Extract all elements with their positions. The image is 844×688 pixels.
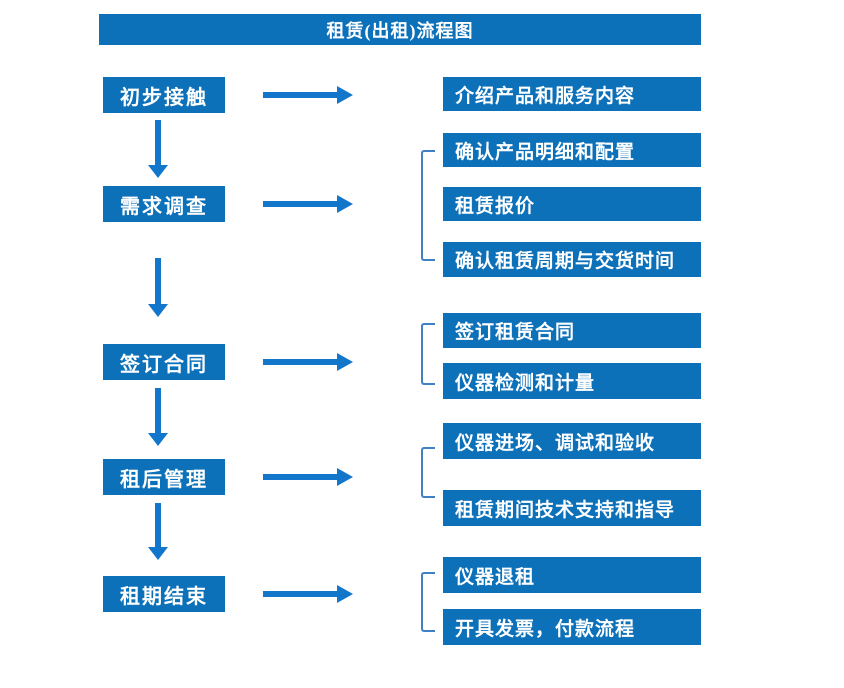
down-arrow-1 (148, 120, 168, 178)
step-box-rental-quotation: 租赁报价 (443, 187, 701, 221)
down-arrow-3 (148, 388, 168, 446)
step-box-confirm-details: 确认产品明细和配置 (443, 133, 701, 167)
step-box-sign-rental-contract: 签订租赁合同 (443, 313, 701, 348)
right-arrow-3 (263, 353, 353, 371)
right-arrow-4 (263, 468, 353, 486)
arrow-head (148, 547, 168, 560)
arrow-shaft (155, 388, 161, 433)
step-box-tech-support: 租赁期间技术支持和指导 (443, 490, 701, 526)
arrow-shaft (263, 591, 338, 597)
step-box-introduce-products: 介绍产品和服务内容 (443, 77, 701, 111)
arrow-head (148, 304, 168, 317)
bracket-group-3 (421, 323, 435, 385)
stage-box-sign-contract: 签订合同 (103, 344, 225, 380)
arrow-shaft (263, 474, 338, 480)
stage-box-rental-end: 租期结束 (103, 576, 225, 612)
right-arrow-2 (263, 195, 353, 213)
step-box-instrument-entry: 仪器进场、调试和验收 (443, 423, 701, 459)
arrow-shaft (155, 120, 161, 165)
step-box-invoice-payment: 开具发票，付款流程 (443, 609, 701, 645)
step-box-instrument-return: 仪器退租 (443, 557, 701, 593)
arrow-shaft (263, 201, 338, 207)
flowchart-title: 租赁(出租)流程图 (99, 14, 701, 45)
arrow-head (337, 195, 353, 213)
arrow-head (337, 86, 353, 104)
stage-box-initial-contact: 初步接触 (103, 77, 225, 113)
arrow-shaft (263, 92, 338, 98)
arrow-head (148, 165, 168, 178)
arrow-head (337, 468, 353, 486)
bracket-group-5 (421, 572, 435, 632)
arrow-shaft (155, 503, 161, 547)
arrow-shaft (263, 359, 338, 365)
arrow-shaft (155, 258, 161, 304)
stage-box-post-rental: 租后管理 (103, 459, 225, 495)
step-box-instrument-testing: 仪器检测和计量 (443, 363, 701, 399)
arrow-head (148, 433, 168, 446)
step-box-confirm-period: 确认租赁周期与交货时间 (443, 242, 701, 277)
right-arrow-1 (263, 86, 353, 104)
stage-box-demand-survey: 需求调查 (103, 186, 225, 222)
bracket-group-2 (421, 150, 435, 261)
arrow-head (337, 585, 353, 603)
right-arrow-5 (263, 585, 353, 603)
arrow-head (337, 353, 353, 371)
down-arrow-4 (148, 503, 168, 560)
bracket-group-4 (421, 447, 435, 498)
down-arrow-2 (148, 258, 168, 317)
